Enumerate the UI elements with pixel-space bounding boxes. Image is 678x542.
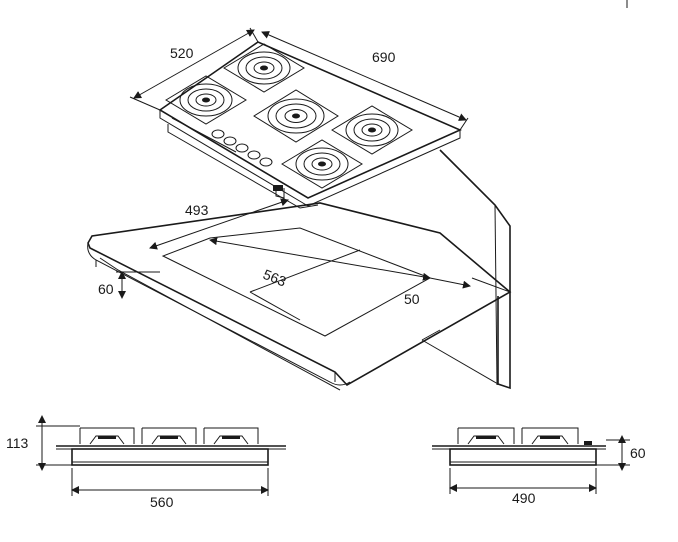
label-top-width: 690 — [372, 49, 396, 65]
burner — [281, 139, 363, 189]
burner-group — [165, 43, 413, 189]
dim-top-width: 690 — [261, 31, 469, 131]
label-edge-gap: 50 — [404, 291, 420, 307]
knob — [223, 136, 237, 146]
dim-thickness: 60 — [98, 271, 160, 299]
knob-group — [211, 129, 273, 167]
label-thickness: 60 — [98, 281, 114, 297]
gas-connector — [273, 185, 283, 191]
label-front-width: 560 — [150, 494, 174, 510]
burner — [253, 89, 339, 143]
knob — [247, 150, 261, 160]
side-view: 60 490 — [432, 427, 646, 506]
label-side-width: 490 — [512, 490, 536, 506]
label-top-depth: 520 — [170, 45, 194, 61]
dim-edge-gap: 50 — [404, 277, 511, 307]
knob — [235, 143, 249, 153]
label-cutout-depth: 493 — [185, 202, 209, 218]
cutout-outline — [161, 227, 432, 337]
burner — [223, 43, 305, 93]
label-front-height: 113 — [6, 435, 29, 451]
dim-top-depth: 520 — [129, 27, 259, 111]
label-side-height: 60 — [630, 445, 646, 461]
countertop — [87, 149, 512, 391]
dim-cutout-depth: 493 — [149, 198, 289, 250]
burner — [165, 75, 247, 125]
front-view: 113 560 — [6, 415, 286, 510]
knob — [211, 129, 225, 139]
knob — [259, 157, 273, 167]
burner — [331, 105, 413, 155]
